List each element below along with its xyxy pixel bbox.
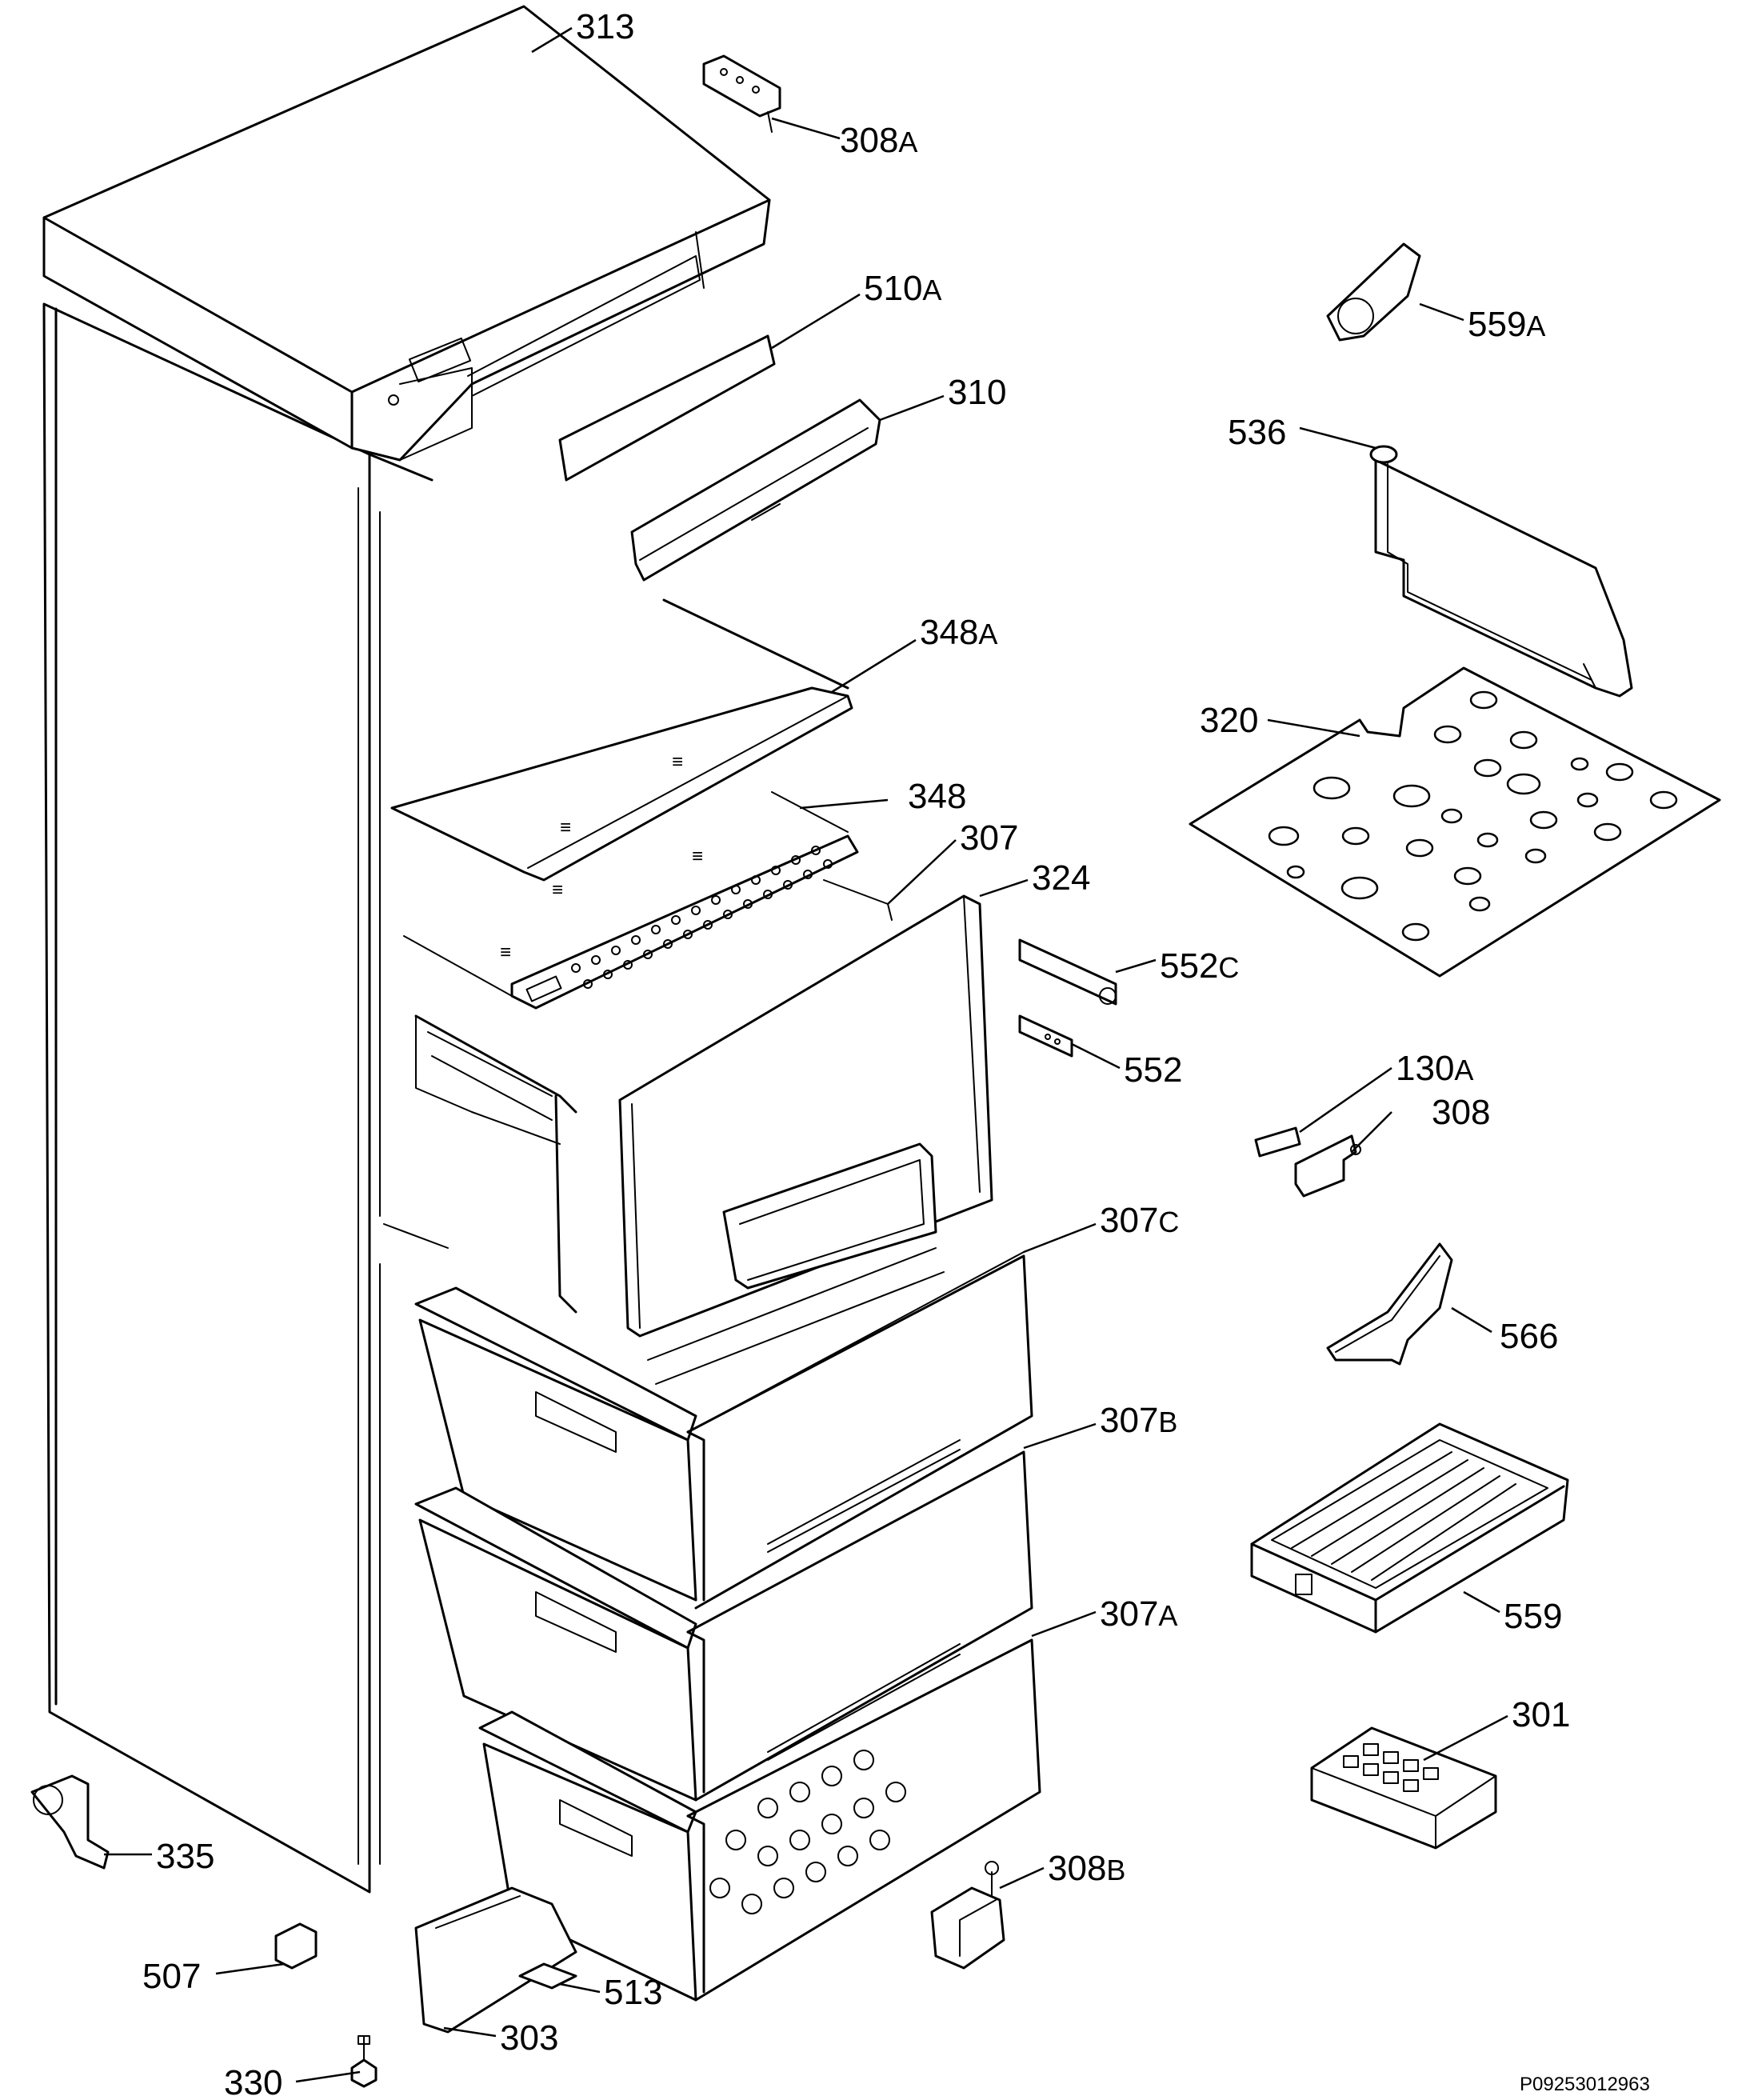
- flap-door: [618, 894, 993, 1338]
- plate-holes: [1268, 690, 1678, 942]
- label-308: 308: [1432, 1093, 1490, 1132]
- label-348a: 348A: [920, 613, 997, 652]
- glass-shelf: ≡ ≡ ≡: [390, 598, 853, 901]
- svg-text:≡: ≡: [552, 879, 563, 901]
- label-348: 348: [908, 777, 966, 816]
- perforated-plate: [1189, 666, 1721, 978]
- label-303: 303: [500, 2018, 558, 2058]
- ice-scraper: [1326, 1242, 1453, 1366]
- trim-strip: [558, 334, 776, 482]
- drawer-bottom-pattern: [709, 1750, 906, 1914]
- label-313: 313: [576, 7, 634, 46]
- svg-text:≡: ≡: [692, 846, 703, 867]
- shelf-perforations: [571, 846, 833, 989]
- cabinet-body: [42, 302, 449, 1894]
- label-566: 566: [1500, 1317, 1558, 1356]
- label-310: 310: [948, 373, 1006, 412]
- label-301: 301: [1512, 1695, 1570, 1734]
- clip-part: [274, 1922, 318, 1970]
- label-559: 559: [1504, 1597, 1562, 1636]
- label-130a: 130A: [1396, 1049, 1473, 1088]
- drawer-middle: [414, 1450, 1033, 1802]
- top-cover: [42, 5, 771, 462]
- plinth-cover: [414, 1886, 577, 2034]
- ice-cube-cells: [1343, 1743, 1439, 1792]
- label-308a: 308A: [840, 121, 917, 160]
- small-cover: [518, 1962, 577, 1990]
- small-hinge-parts: [1254, 1126, 1361, 1198]
- freezer-tray: [1250, 1422, 1569, 1634]
- leader-lines: [104, 26, 1508, 2083]
- top-hinge: [702, 54, 781, 133]
- label-335: 335: [156, 1837, 214, 1876]
- drawing-code: P09253012963: [1520, 2074, 1650, 2095]
- label-552c: 552C: [1160, 946, 1239, 986]
- svg-text:≡: ≡: [560, 817, 571, 838]
- ice-cube-tray: [1310, 1726, 1497, 1850]
- label-513: 513: [604, 1973, 662, 2012]
- label-510a: 510A: [864, 269, 941, 308]
- label-307b: 307B: [1100, 1401, 1177, 1440]
- door-handle: [630, 398, 881, 582]
- svg-text:≡: ≡: [672, 751, 683, 773]
- label-507: 507: [142, 1957, 201, 1996]
- foot-bracket: [30, 1774, 110, 1870]
- divider-plate: [1369, 445, 1633, 698]
- cap-part: [1326, 242, 1421, 342]
- label-308b: 308B: [1048, 1849, 1125, 1888]
- label-330: 330: [224, 2063, 282, 2100]
- part-labels: 313 308A 510A 310 559A 536 348A 320 348 …: [142, 7, 1650, 2100]
- drawer-frame: [403, 879, 893, 1314]
- label-552: 552: [1124, 1050, 1182, 1090]
- label-307c: 307C: [1100, 1201, 1179, 1240]
- grid-shelf: ≡ ≡: [500, 791, 859, 1010]
- label-320: 320: [1200, 701, 1258, 740]
- label-536: 536: [1228, 413, 1286, 452]
- tray-ribs: [1291, 1451, 1516, 1581]
- drawer-bottom: [478, 1638, 1041, 2002]
- svg-text:≡: ≡: [500, 942, 511, 963]
- drawer-top: [414, 1247, 1033, 1610]
- label-307: 307: [960, 818, 1018, 858]
- drawer-rails: [1018, 938, 1117, 1058]
- adjustable-foot: [350, 2035, 378, 2088]
- label-324: 324: [1032, 858, 1090, 898]
- label-307a: 307A: [1100, 1594, 1177, 1634]
- bottom-hinge: [930, 1861, 1005, 1970]
- label-559a: 559A: [1468, 305, 1545, 344]
